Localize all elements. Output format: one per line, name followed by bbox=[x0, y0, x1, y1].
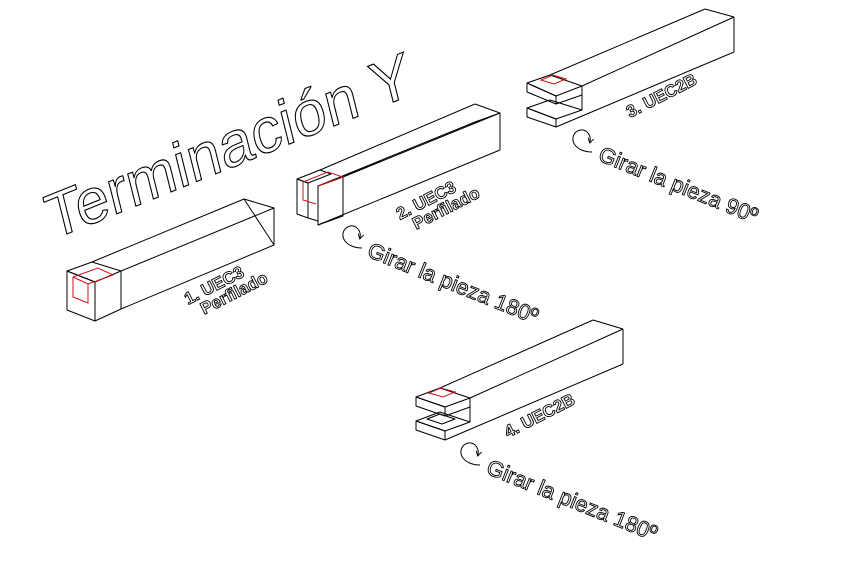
piece-2-beam bbox=[296, 103, 501, 226]
rotate-arrow-icon bbox=[342, 225, 362, 249]
piece-4-beam bbox=[415, 319, 624, 441]
piece-2-label: 2. UEC3 Perfilado bbox=[393, 177, 484, 234]
svg-text:3. UEC2B: 3. UEC2B bbox=[623, 70, 700, 122]
svg-text:Girar la pieza 180º: Girar la pieza 180º bbox=[483, 454, 661, 545]
piece-4-label: 4. UEC2B bbox=[501, 389, 579, 442]
svg-text:Terminación Y: Terminación Y bbox=[39, 40, 419, 254]
rotate-instruction-3: Girar la pieza 180º bbox=[460, 442, 661, 546]
piece-3-label: 3. UEC2B bbox=[623, 69, 701, 122]
svg-text:Girar la pieza 90º: Girar la pieza 90º bbox=[595, 141, 761, 228]
piece-3-beam bbox=[526, 8, 735, 128]
rotate-arrow-icon bbox=[460, 442, 480, 466]
piece-1-label: 1. UEC3 Perfilado bbox=[181, 262, 272, 319]
rotate-arrow-icon bbox=[572, 129, 592, 153]
piece-3-mark-highlight bbox=[539, 74, 568, 85]
rotate-instruction-1: Girar la pieza 180º bbox=[342, 225, 542, 329]
rotate-instruction-2: Girar la pieza 90º bbox=[572, 129, 762, 229]
svg-text:Girar la pieza 180º: Girar la pieza 180º bbox=[364, 237, 542, 328]
piece-1-slot-highlight bbox=[72, 267, 115, 304]
piece-4-mark-highlight bbox=[427, 387, 457, 398]
svg-text:4. UEC2B: 4. UEC2B bbox=[501, 390, 578, 442]
piece-2-slot-highlight bbox=[302, 171, 345, 205]
piece-1-beam bbox=[66, 198, 275, 322]
diagram-title: Terminación Y bbox=[38, 39, 419, 254]
